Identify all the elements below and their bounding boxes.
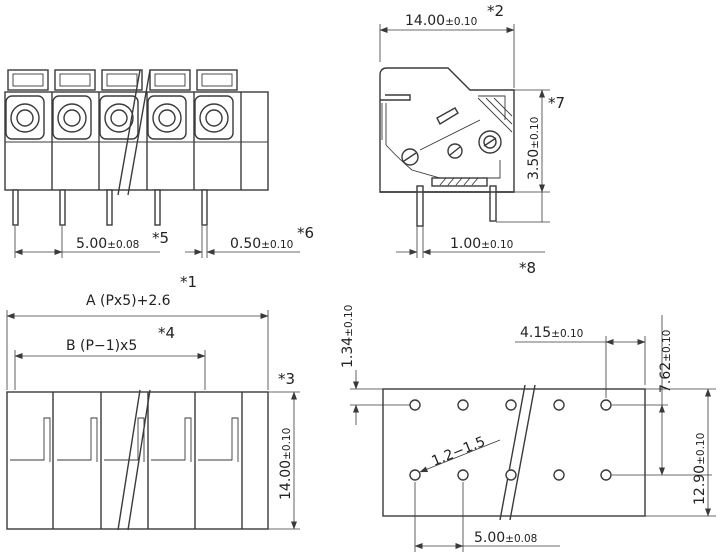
front-view-pins <box>12 189 208 226</box>
pin-offset-label: 1.00±0.10 <box>450 236 513 252</box>
front-view <box>4 69 269 226</box>
pcb-total-label: 12.90±0.10 <box>692 433 708 505</box>
pcb-holes <box>409 399 612 481</box>
pcb-pitch-label: 5.00±0.08 <box>474 530 537 546</box>
note-1: *1 <box>180 273 197 291</box>
note-8: *8 <box>519 259 536 277</box>
len-a-label: A (Px5)+2.6 <box>86 293 171 309</box>
side-height-label: 3.50±0.10 <box>526 117 542 180</box>
note-7: *7 <box>548 94 565 112</box>
side-width-label: 14.00±0.10 <box>405 13 477 29</box>
note-5: *5 <box>152 229 169 247</box>
front-view-windows <box>7 69 238 91</box>
len-b-label: B (P−1)x5 <box>66 338 137 354</box>
note-6: *6 <box>297 224 314 242</box>
note-4: *4 <box>158 324 175 342</box>
hole-dia-label: 1.2−1.5 <box>430 434 488 470</box>
side-view <box>379 67 515 227</box>
top-height-label: 14.00±0.10 <box>278 428 294 500</box>
top-dims: A (Px5)+2.6 *1 B (P−1)x5 *4 *3 14.00±0.1… <box>6 273 300 530</box>
pcb-top-label: 1.34±0.10 <box>340 305 356 368</box>
pcb-mid-label: 7.62±0.10 <box>658 330 674 393</box>
pcb-row-label: 4.15±0.10 <box>520 325 583 341</box>
pitch-front-label: 5.00±0.08 <box>76 236 139 252</box>
front-view-screws <box>5 95 234 140</box>
pcb-layout <box>382 384 646 521</box>
top-view <box>6 389 269 531</box>
pin-width-label: 0.50±0.10 <box>230 236 293 252</box>
side-dims: 14.00±0.10 *2 3.50±0.10 *7 1.00±0.10 *8 <box>379 2 565 277</box>
front-dims: 5.00±0.08 *5 0.50±0.10 *6 <box>14 224 314 258</box>
note-3: *3 <box>278 370 295 388</box>
note-2: *2 <box>487 2 504 20</box>
pcb-dims: 1.34±0.10 4.15±0.10 7.62±0.10 12.90±0.10… <box>340 305 716 552</box>
